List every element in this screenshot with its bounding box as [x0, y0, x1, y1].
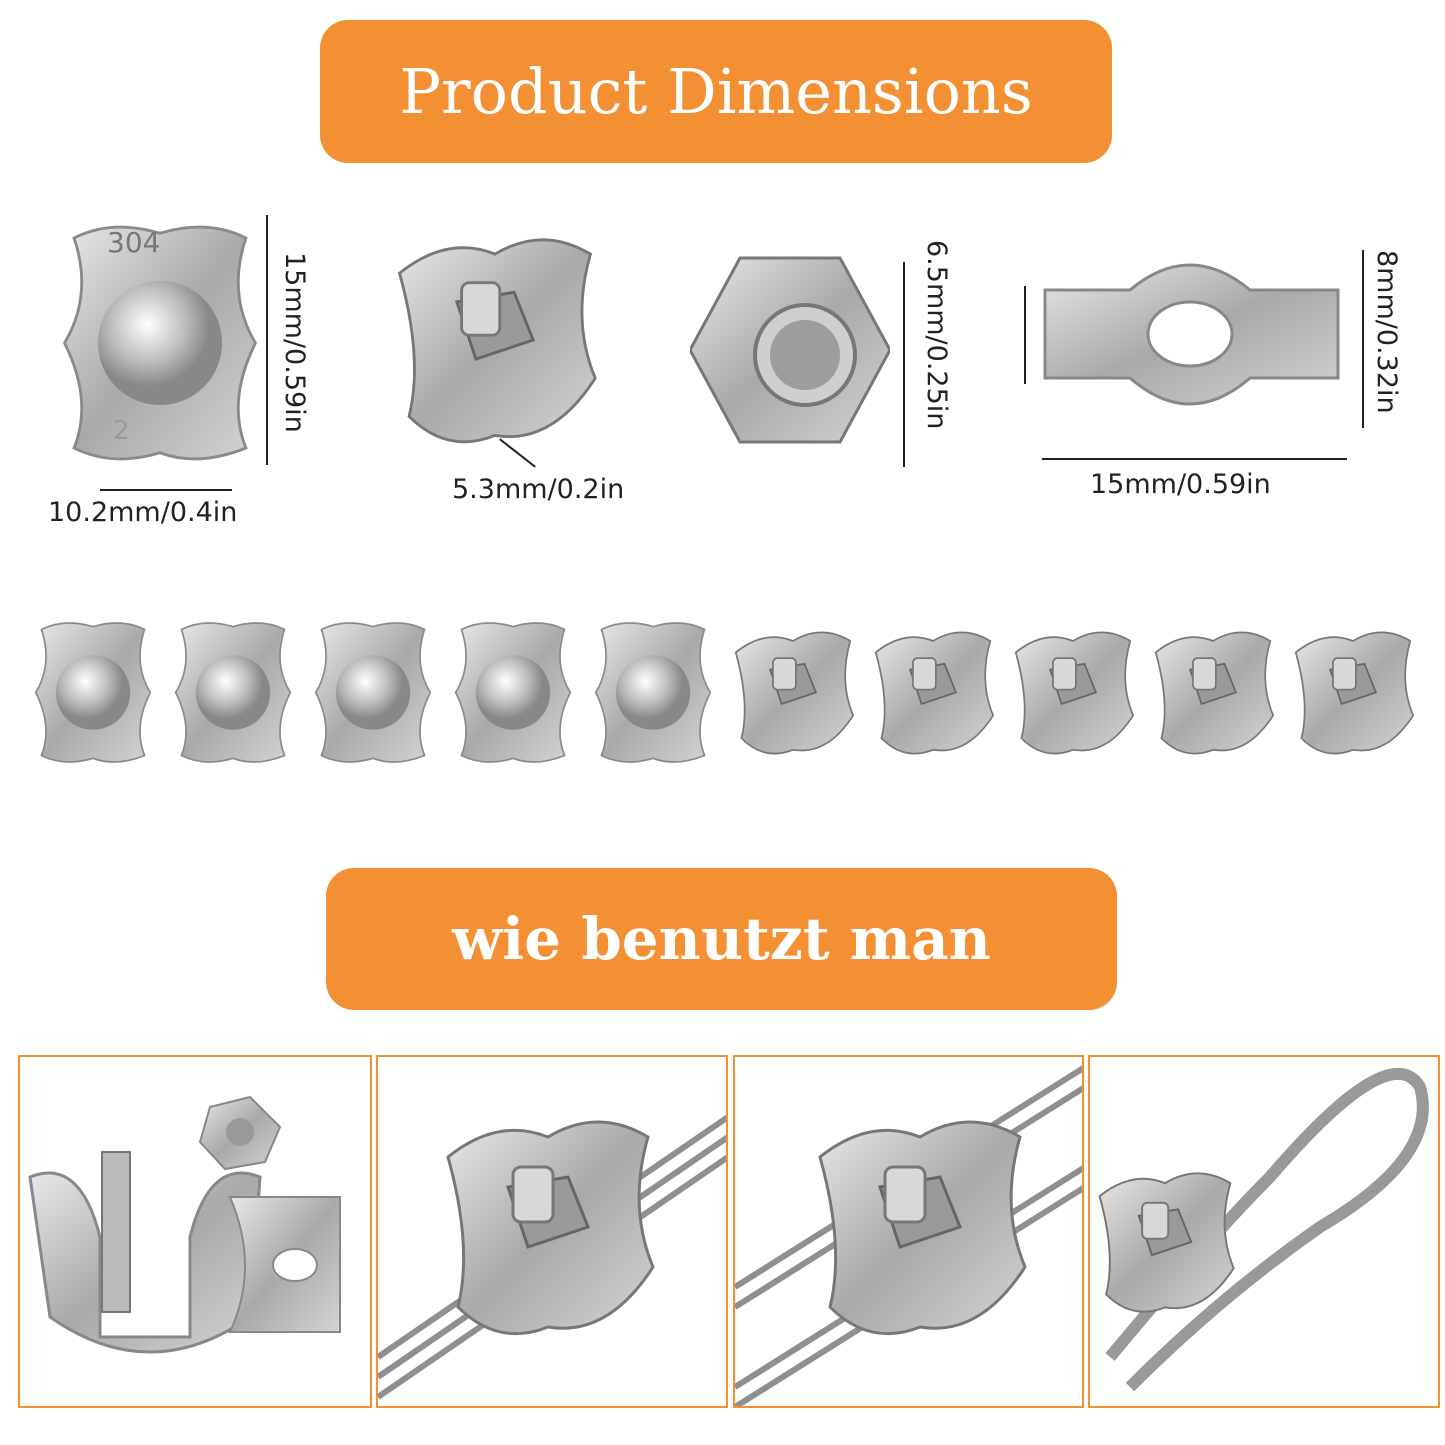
clip-height-label: 15mm/0.59in	[279, 252, 310, 433]
usage-step-1-parts	[18, 1055, 372, 1408]
clip-set-row	[30, 615, 1430, 770]
washer-plate-image	[1040, 250, 1340, 430]
plate-width-label: 15mm/0.59in	[1090, 469, 1271, 500]
clip-bolt-thumb	[734, 631, 855, 755]
usage-step-2-insert-cable	[376, 1055, 728, 1408]
clip-bolt-thumb	[1154, 631, 1275, 755]
usage-banner: wie benutzt man	[326, 868, 1117, 1010]
clip-bolt-thumb	[1294, 631, 1415, 755]
hex-nut-image	[688, 250, 892, 450]
clip-front-image: 304 2	[55, 218, 265, 468]
plate-height-label: 8mm/0.32in	[1371, 250, 1402, 414]
clip-bolt-thumb	[874, 631, 995, 755]
usage-step-3-double-cable	[733, 1055, 1084, 1408]
plate-small-arrow	[1024, 286, 1026, 384]
plate-height-arrow	[1362, 250, 1364, 428]
clip-stamp-size: 2	[113, 416, 130, 446]
clip-front-thumb	[174, 622, 292, 763]
plate-width-arrow	[1042, 458, 1347, 460]
height-arrow	[266, 215, 268, 465]
clip-front-thumb	[454, 622, 572, 763]
section-title: wie benutzt man	[452, 905, 991, 973]
clip-stamp-grade: 304	[107, 226, 161, 259]
nut-arrow	[903, 262, 905, 467]
clip-front-thumb	[314, 622, 432, 763]
clip-depth-label: 5.3mm/0.2in	[452, 474, 625, 505]
section-title: Product Dimensions	[399, 55, 1033, 128]
clip-bolt-thumb	[1014, 631, 1135, 755]
clip-width-label: 10.2mm/0.4in	[48, 497, 238, 528]
clip-front-thumb	[34, 622, 152, 763]
nut-size-label: 6.5mm/0.25in	[921, 240, 952, 430]
clip-front-thumb	[594, 622, 712, 763]
product-dimensions-banner: Product Dimensions	[320, 20, 1112, 163]
clip-with-bolt-image	[390, 215, 600, 465]
width-arrow	[100, 489, 232, 491]
usage-step-4-cable-loop	[1088, 1055, 1440, 1408]
